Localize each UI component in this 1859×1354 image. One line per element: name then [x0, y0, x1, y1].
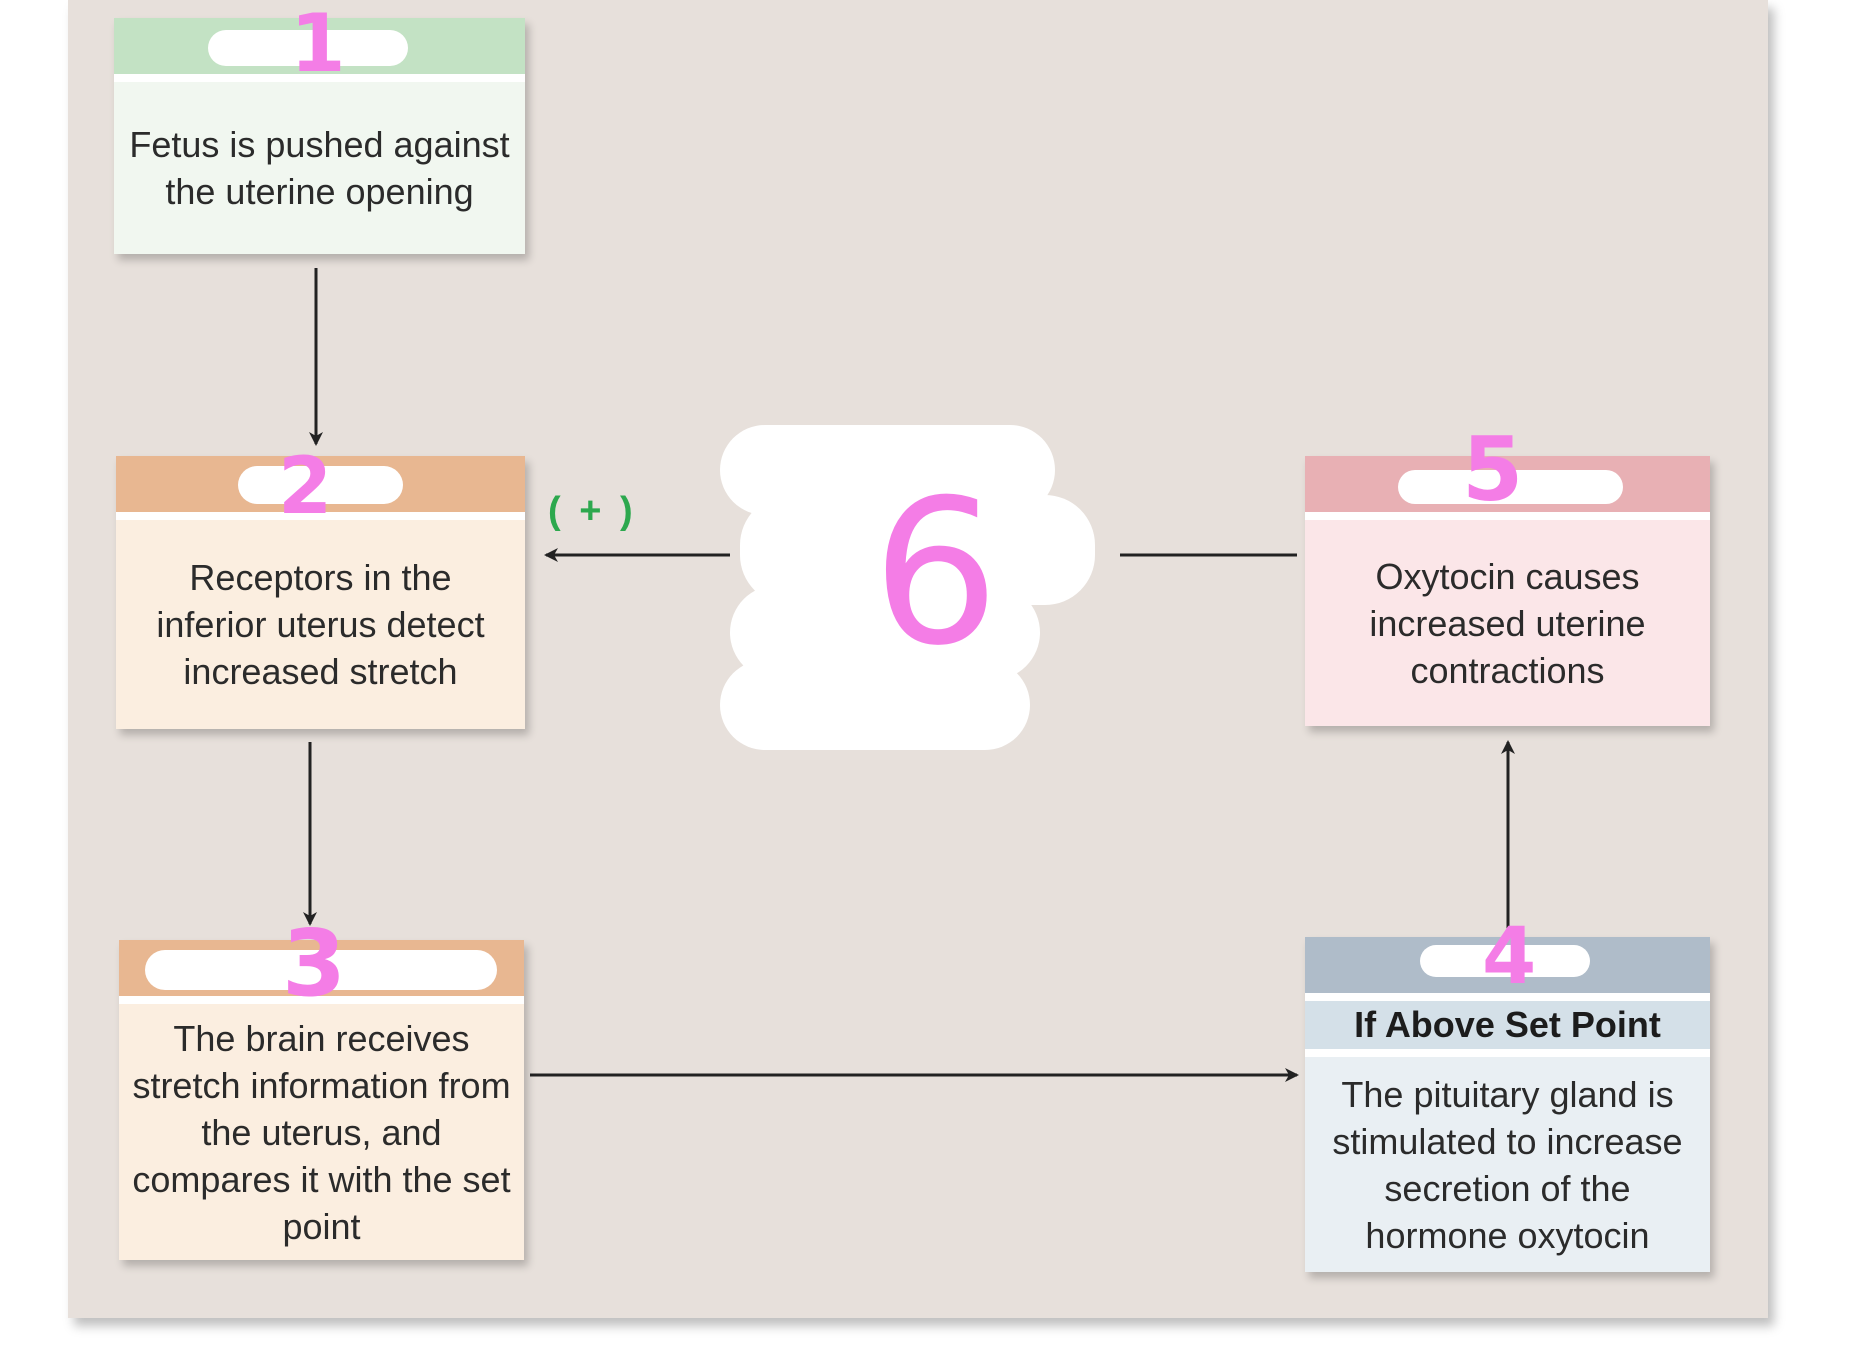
annotation-number-1: 1 — [290, 0, 346, 90]
annotation-number-4: 4 — [1482, 912, 1537, 1002]
box-stimulus: Fetus is pushed against the uterine open… — [114, 18, 525, 254]
redaction-box2-label — [238, 466, 403, 504]
redaction-center-label-4 — [720, 660, 1030, 750]
box-effector-signal-text: The pituitary gland is stimulated to inc… — [1305, 1057, 1710, 1272]
box-effector-signal-subheading: If Above Set Point — [1305, 1001, 1710, 1049]
positive-feedback-sign: ( + ) — [548, 490, 637, 532]
redaction-box1-label — [208, 30, 408, 66]
box-control-center: The brain receives stretch information f… — [119, 940, 524, 1260]
redaction-box5-label — [1398, 470, 1623, 504]
box-receptors-text: Receptors in the inferior uterus detect … — [116, 520, 525, 729]
annotation-number-3: 3 — [282, 910, 347, 1017]
redaction-box4-label — [1420, 945, 1590, 977]
annotation-number-5: 5 — [1462, 418, 1524, 521]
box-control-center-text: The brain receives stretch information f… — [119, 1004, 524, 1260]
box-stimulus-text: Fetus is pushed against the uterine open… — [114, 82, 525, 254]
box-response-text: Oxytocin causes increased uterine contra… — [1305, 520, 1710, 726]
redaction-box3-label — [145, 950, 497, 990]
annotation-number-2: 2 — [278, 442, 333, 532]
annotation-number-6: 6 — [872, 457, 1000, 690]
box-effector-signal: If Above Set Point The pituitary gland i… — [1305, 937, 1710, 1272]
